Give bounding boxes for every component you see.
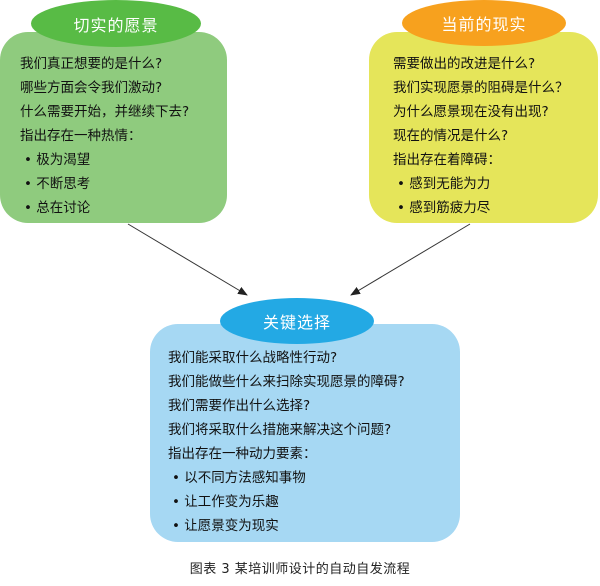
- left-line: • 总在讨论: [24, 200, 91, 216]
- right-line: 为什么愿景现在没有出现?: [393, 104, 549, 120]
- center-line: • 让愿景变为现实: [172, 518, 279, 534]
- figure-caption: 图表 3 某培训师设计的自动自发流程: [189, 562, 411, 577]
- vision-title: 切实的愿景: [31, 0, 201, 47]
- center-line: 我们需要作出什么选择?: [168, 398, 311, 414]
- right-line: 需要做出的改进是什么?: [393, 56, 536, 72]
- arrow-right-to-center: [350, 223, 471, 296]
- left-line: • 极为渴望: [24, 152, 91, 168]
- right-line: 现在的情况是什么?: [393, 128, 509, 144]
- center-line: 我们将采取什么措施来解决这个问题?: [168, 422, 392, 438]
- right-line: • 感到筋疲力尽: [397, 200, 491, 216]
- left-line: 哪些方面会令我们激动?: [20, 80, 163, 96]
- left-line: 我们真正想要的是什么?: [20, 56, 163, 72]
- reality-title: 当前的现实: [402, 0, 566, 46]
- right-line: 指出存在着障碍：: [393, 152, 501, 168]
- center-line: • 让工作变为乐趣: [172, 494, 279, 510]
- center-line: 我们能做些什么来扫除实现愿景的障碍?: [168, 374, 405, 390]
- choice-box: 我们能采取什么战略性行动? 我们能做些什么来扫除实现愿景的障碍? 我们需要作出什么选…: [150, 324, 460, 542]
- center-line: 指出存在一种动力要素：: [168, 446, 317, 462]
- left-line: • 不断思考: [24, 176, 91, 192]
- right-line: 我们实现愿景的阻碍是什么？: [393, 80, 569, 96]
- vision-list: 我们真正想要的是什么? 哪些方面会令我们激动? 什么需要开始，并继续下去? 指出存在一…: [20, 52, 227, 220]
- center-line: 我们能采取什么战略性行动?: [168, 350, 338, 366]
- reality-list: 需要做出的改进是什么? 我们实现愿景的阻碍是什么？ 为什么愿景现在没有出现? 现在的情…: [393, 52, 598, 220]
- center-line: • 以不同方法感知事物: [172, 470, 306, 486]
- vision-box: 我们真正想要的是什么? 哪些方面会令我们激动? 什么需要开始，并继续下去? 指出存在一…: [0, 32, 227, 223]
- reality-box: 需要做出的改进是什么? 我们实现愿景的阻碍是什么？ 为什么愿景现在没有出现? 现在的情…: [369, 32, 598, 223]
- choice-list: 我们能采取什么战略性行动? 我们能做些什么来扫除实现愿景的障碍? 我们需要作出什么选…: [168, 346, 460, 538]
- left-line: 什么需要开始，并继续下去?: [20, 104, 190, 120]
- right-line: • 感到无能为力: [397, 176, 491, 192]
- left-line: 指出存在一种热情：: [20, 128, 142, 144]
- choice-title: 关键选择: [220, 298, 374, 344]
- arrow-left-to-center: [127, 223, 248, 296]
